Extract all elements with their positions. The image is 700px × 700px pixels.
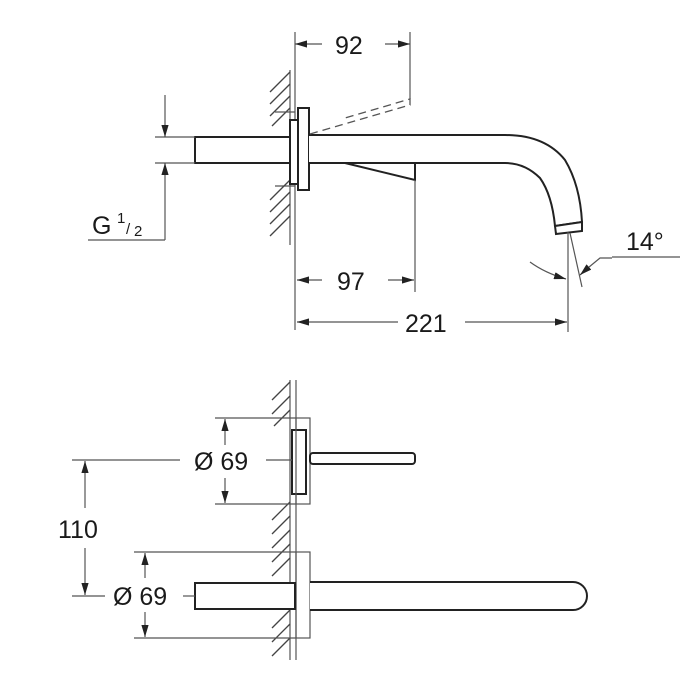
dimension-221: 221	[297, 232, 569, 338]
thread-dimension: G 1 / 2	[88, 95, 195, 241]
dimension-92-label: 92	[335, 32, 363, 60]
wall-hatch	[271, 381, 291, 657]
spout-body	[309, 134, 584, 228]
dimension-dia-bottom: Ø 69	[113, 551, 296, 639]
spout-escutcheon	[295, 551, 311, 639]
dimension-221-label: 221	[405, 310, 447, 338]
escutcheon-plate	[297, 107, 310, 191]
angle-dimension: 14°	[529, 228, 680, 288]
lever-box	[291, 429, 307, 495]
spout-inlet-pipe	[194, 582, 296, 610]
wall-hatch-bottom	[269, 179, 295, 237]
top-view: Ø 69 110 Ø 69	[58, 380, 588, 660]
mounting-box	[289, 119, 299, 185]
lever-outline-dashed	[309, 98, 411, 135]
dia-top-label: Ø 69	[194, 448, 248, 476]
side-view: G 1 / 2 92 97 221	[88, 32, 680, 338]
dimension-97-label: 97	[337, 268, 365, 296]
svg-text:/: /	[126, 221, 131, 238]
dimension-dia-top: Ø 69	[194, 417, 296, 505]
thread-num: 1	[117, 210, 125, 227]
spout-outlet	[553, 220, 583, 236]
thread-label: G	[92, 212, 111, 240]
spout-wedge	[344, 162, 416, 182]
dia-bottom-label: Ø 69	[113, 583, 167, 611]
spout-top-view	[310, 581, 588, 611]
dimension-92: 92	[294, 32, 411, 99]
lever-handle	[309, 452, 416, 465]
dimension-97: 97	[294, 180, 416, 330]
thread-den: 2	[134, 223, 142, 240]
inlet-pipe	[194, 136, 294, 164]
wall-hatch-top	[269, 71, 295, 127]
dimension-110: 110	[58, 459, 180, 597]
angle-label: 14°	[626, 228, 664, 256]
dimension-110-label: 110	[58, 516, 98, 544]
